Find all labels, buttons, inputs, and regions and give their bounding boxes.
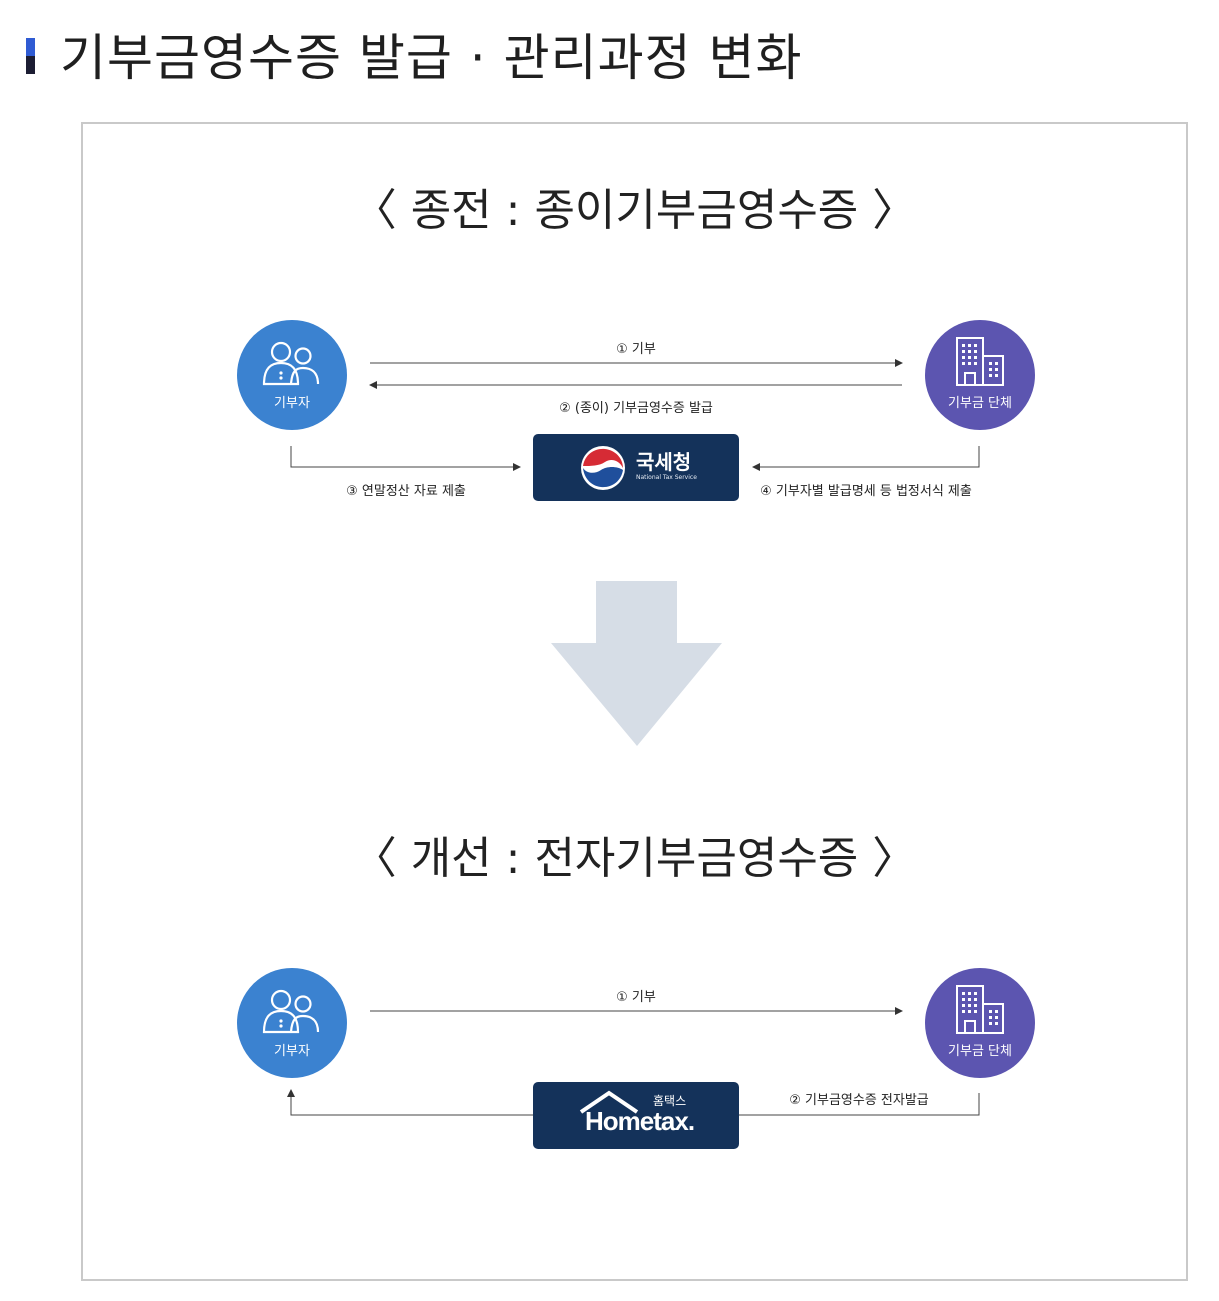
hometax-brand: Hometax. [585,1106,695,1136]
after-step2-label: ② 기부금영수증 전자발급 [789,1093,929,1108]
after-donor-label: 기부자 [274,1044,310,1059]
title-accent-bar [26,38,35,74]
before-step1-label: ① 기부 [616,342,656,357]
taegeuk-icon [581,446,625,490]
hometax-logo-box: 홈택스 Hometax. [533,1082,739,1149]
after-heading: 〈 개선 : 전자기부금영수증 〉 [352,833,917,884]
hometax-korean-name: 홈택스 [653,1094,687,1108]
before-org-node: 기부금 단체 [925,320,1035,430]
building-icon [956,985,1004,1034]
nts-name: 국세청 [636,450,692,474]
after-donor-node: 기부자 [237,968,347,1078]
nts-english-name: National Tax Service [636,474,697,481]
after-org-node: 기부금 단체 [925,968,1035,1078]
page-title: 기부금영수증 발급 · 관리과정 변화 [60,29,803,87]
people-icon [262,989,320,1034]
after-org-label: 기부금 단체 [948,1044,1012,1059]
before-donor-node: 기부자 [237,320,347,430]
arrow-before-step3 [290,446,521,471]
nts-logo-box: 국세청 National Tax Service [533,434,739,501]
house-roof-icon [579,1090,639,1114]
after-step1-label: ① 기부 [616,990,656,1005]
arrow-before-step4 [752,446,980,471]
before-step3-label: ③ 연말정산 자료 제출 [346,484,466,499]
before-donor-label: 기부자 [274,396,310,411]
before-step2-label: ② (종이) 기부금영수증 발급 [559,401,713,416]
before-step4-label: ④ 기부자별 발급명세 등 법정서식 제출 [760,484,972,499]
diagram-frame: 〈 종전 : 종이기부금영수증 〉 〈 개선 : 전자기부금영수증 〉 [81,122,1188,1281]
people-icon [262,341,320,386]
building-icon [956,337,1004,386]
before-org-label: 기부금 단체 [948,396,1012,411]
before-heading: 〈 종전 : 종이기부금영수증 〉 [352,185,917,236]
down-arrow-icon [551,581,722,746]
